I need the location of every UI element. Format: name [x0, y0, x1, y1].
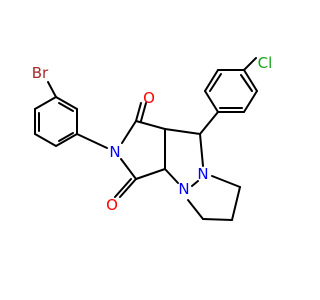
- bromophenyl-bond-6: [55, 96, 78, 110]
- ch2-n-bridge: [187, 199, 204, 220]
- bromophenyl-bond-3: [34, 133, 57, 147]
- molecule-canvas: Br Cl O O N N N: [31, 54, 273, 221]
- atom-n-bridge: N: [178, 180, 189, 198]
- chlorophenyl-bond-4: [243, 69, 258, 92]
- imide-n-c-bottom: [120, 158, 137, 180]
- ch-aryl-bond: [199, 111, 219, 135]
- atom-br: Br: [32, 64, 49, 82]
- imide-c-top-c-fused: [135, 120, 166, 130]
- chlorophenyl-bond-1: [204, 90, 219, 113]
- imide-n-c-top: [121, 120, 137, 144]
- ch-top-bond: [164, 128, 201, 135]
- ch2-ch2-bottom: [202, 218, 233, 221]
- chlorophenyl-double-1: [209, 73, 222, 92]
- atom-o-top: O: [143, 89, 155, 107]
- aryl-n-bond: [76, 133, 108, 149]
- bromophenyl-double-2: [58, 132, 74, 142]
- carbonyl-bottom-1: [119, 178, 137, 198]
- chlorophenyl-bond-5: [243, 90, 258, 113]
- imide-c-bottom-c-fused: [135, 168, 166, 180]
- atom-n-imide: N: [109, 143, 120, 161]
- molecule-structure: Br Cl O O N N N: [32, 54, 273, 221]
- atom-o-bottom: O: [106, 196, 118, 214]
- ch-n-ring-bond: [199, 133, 204, 167]
- n-n-bond: [191, 180, 199, 187]
- atom-cl: Cl: [258, 54, 273, 72]
- n-ring-ch2: [211, 175, 241, 188]
- c-br-bond: [47, 81, 57, 98]
- bromophenyl-double-3: [58, 102, 74, 112]
- chlorophenyl-bond-2: [204, 69, 219, 92]
- carbonyl-top-1: [135, 102, 142, 122]
- bromophenyl-bond-1: [34, 96, 57, 110]
- ch2-ch2: [231, 186, 241, 221]
- carbonyl-bottom-2: [114, 178, 132, 198]
- c-cl-bond: [243, 57, 257, 71]
- atom-n-ring: N: [197, 165, 208, 183]
- carbonyl-top-2: [140, 102, 147, 122]
- bond-layer: [34, 57, 258, 221]
- chlorophenyl-double-2: [240, 74, 253, 92]
- fused-n-bridge-bond: [164, 168, 179, 184]
- bromophenyl-bond-4: [55, 133, 78, 147]
